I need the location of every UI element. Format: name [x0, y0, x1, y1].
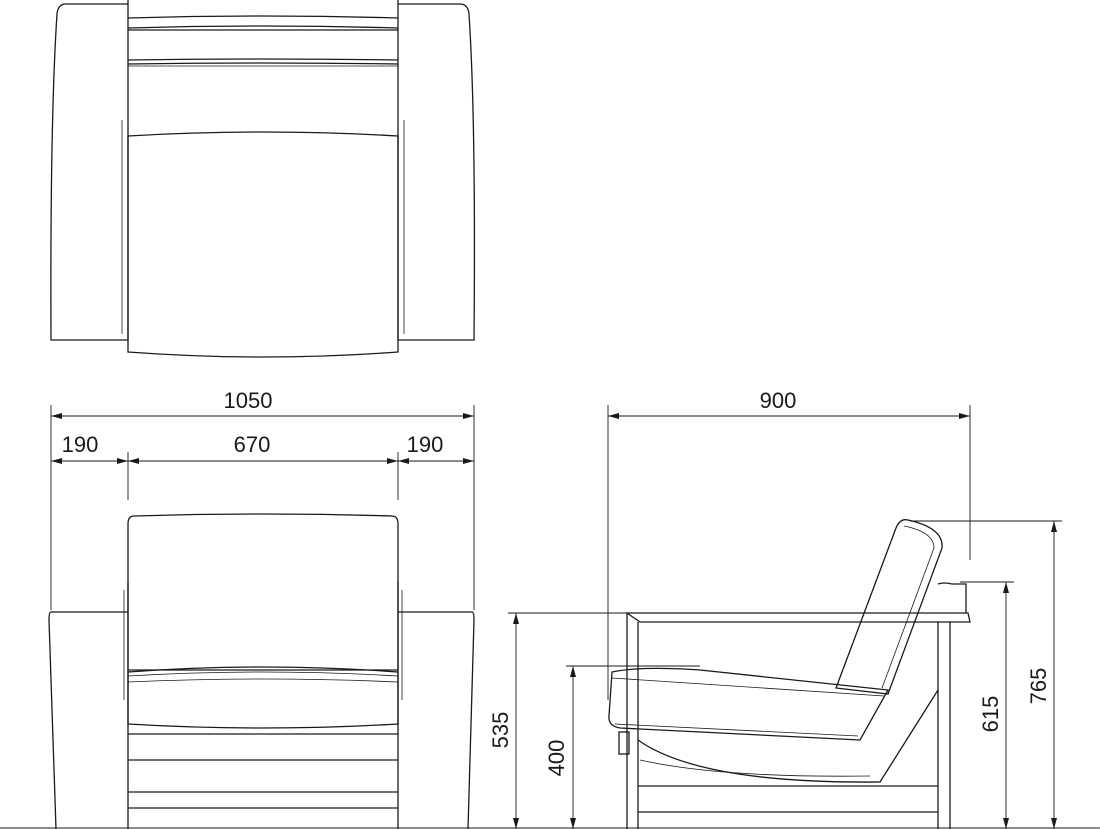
- dim-overall-width: 1050: [224, 388, 273, 413]
- top-view-left-arm: [50, 3, 128, 341]
- top-view-right-arm: [398, 3, 476, 341]
- side-view-armrest: [624, 612, 971, 623]
- dim-arm-right: 190: [407, 432, 444, 457]
- dim-seat-width: 670: [234, 432, 271, 457]
- top-view-back-cushion: [127, 15, 399, 19]
- dim-seat-height: 400: [544, 740, 569, 777]
- side-view: [608, 519, 971, 829]
- front-view-left-arm: [48, 611, 128, 829]
- dimension-lines: [0, 405, 1100, 829]
- dim-arm-left: 190: [62, 432, 99, 457]
- dim-back-height: 615: [978, 696, 1003, 733]
- front-view-seat-cushion: [127, 666, 399, 729]
- top-view: [50, 0, 476, 358]
- side-view-back-cushion: [835, 519, 943, 695]
- front-view: [48, 513, 475, 829]
- dim-arm-height: 535: [488, 712, 513, 749]
- dim-overall-height: 765: [1026, 668, 1051, 705]
- front-view-right-arm: [398, 611, 475, 829]
- side-view-seat-cushion: [608, 667, 890, 741]
- top-view-seat-cushion: [127, 131, 399, 358]
- dim-overall-depth: 900: [760, 388, 797, 413]
- front-view-back-cushion: [127, 513, 399, 671]
